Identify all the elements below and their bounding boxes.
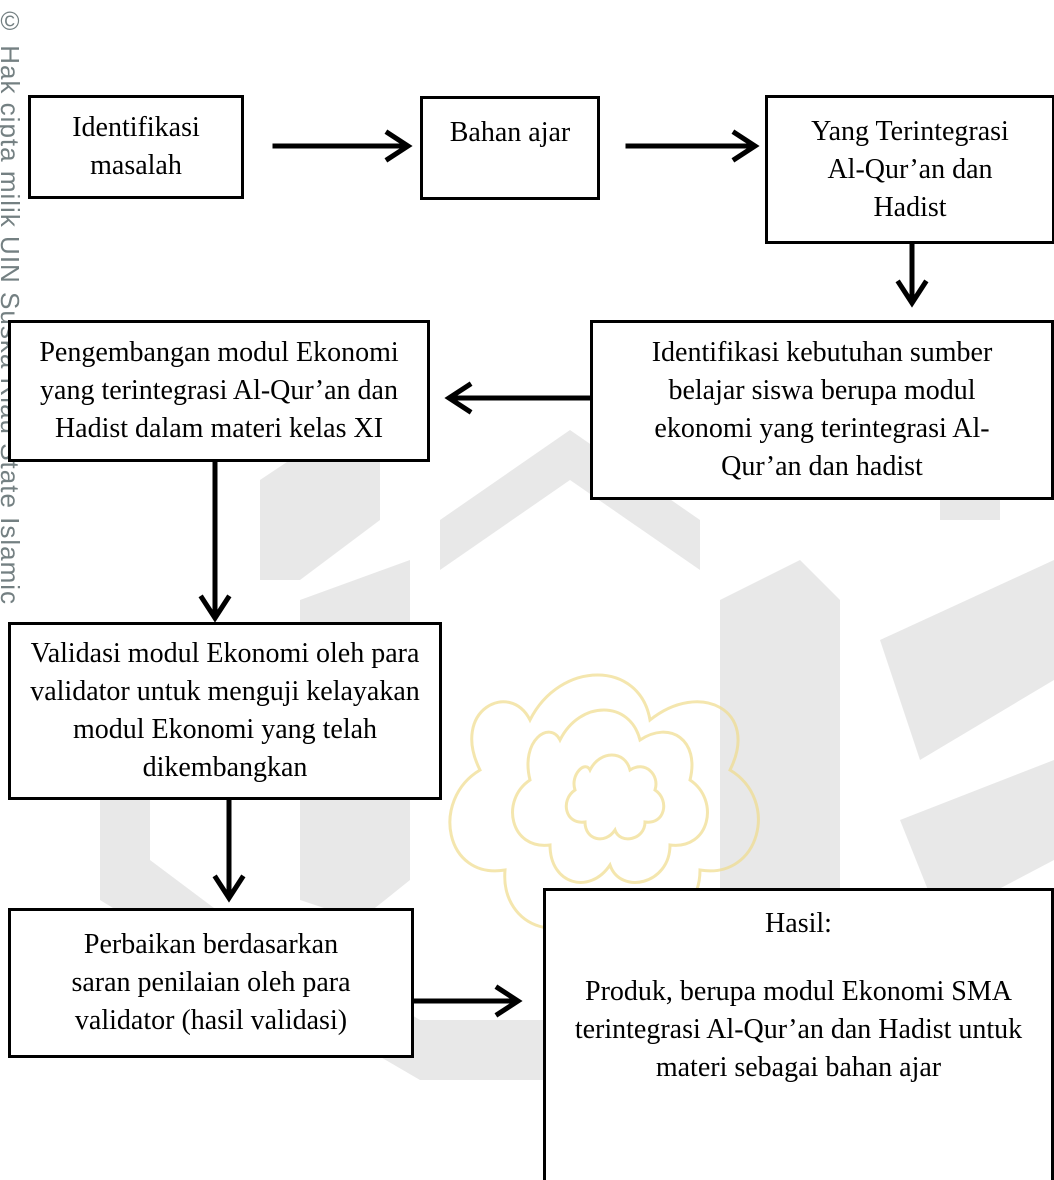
box-identifikasi-masalah: Identifikasi masalah	[28, 95, 244, 199]
box-pengembangan-text: Pengembangan modul Ekonomi yang terinteg…	[39, 337, 399, 444]
box-identifikasi-kebutuhan-text: Identifikasi kebutuhan sumber belajar si…	[651, 337, 993, 482]
box-bahan-ajar: Bahan ajar	[420, 96, 600, 200]
box-identifikasi-masalah-text: Identifikasi masalah	[72, 112, 200, 181]
box-hasil: Hasil: Produk, berupa modul Ekonomi SMA …	[543, 888, 1054, 1180]
box-perbaikan-text: Perbaikan berdasarkan saran penilaian ol…	[71, 929, 351, 1036]
box-hasil-body: Produk, berupa modul Ekonomi SMA terinte…	[574, 976, 1023, 1083]
box-pengembangan: Pengembangan modul Ekonomi yang terinteg…	[8, 320, 430, 462]
box-validasi: Validasi modul Ekonomi oleh para validat…	[8, 622, 442, 800]
box-hasil-title: Hasil:	[765, 908, 832, 939]
box-identifikasi-kebutuhan: Identifikasi kebutuhan sumber belajar si…	[590, 320, 1054, 500]
box-terintegrasi-text: Yang Terintegrasi Al-Qur’an dan Hadist	[811, 115, 1009, 223]
box-validasi-text: Validasi modul Ekonomi oleh para validat…	[30, 638, 420, 783]
box-bahan-ajar-text: Bahan ajar	[449, 117, 571, 148]
box-perbaikan: Perbaikan berdasarkan saran penilaian ol…	[8, 908, 414, 1058]
box-terintegrasi: Yang Terintegrasi Al-Qur’an dan Hadist	[765, 95, 1054, 244]
watermark-side-text: © Hak cipta milik UIN Suska Riau State I…	[0, 6, 25, 606]
